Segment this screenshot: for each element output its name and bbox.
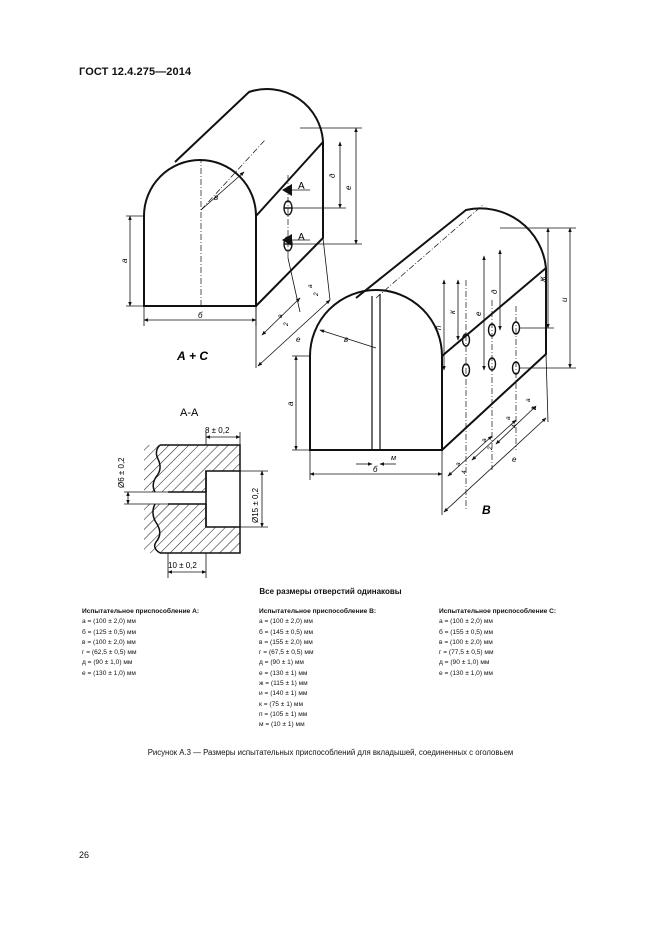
svg-text:а: а xyxy=(505,416,512,420)
svg-text:4: 4 xyxy=(461,470,468,474)
column-title: Испытательное приспособление А: xyxy=(82,608,200,615)
fixture-b xyxy=(309,207,547,451)
spec-item: г = (67,5 ± 0,5) мм xyxy=(259,649,314,657)
section-dims xyxy=(124,432,268,578)
frac-label-b-4: а 4 xyxy=(455,462,468,474)
label-d: д xyxy=(328,173,337,178)
label-b-m: м xyxy=(391,453,396,462)
fixture-b-specs: Испытательное приспособление В: а = (100… xyxy=(259,607,376,731)
spec-item: к = (75 ± 1) мм xyxy=(259,700,303,708)
label-e-depth: е xyxy=(296,335,301,344)
spec-item: а = (100 ± 2,0) мм xyxy=(439,618,493,626)
spec-item: в = (100 ± 2,0) мм xyxy=(439,638,493,646)
spec-item: м = (10 ± 1) мм xyxy=(259,721,305,729)
spec-item: б = (145 ± 0,5) мм xyxy=(259,628,314,636)
label-b-width: б xyxy=(198,311,203,320)
label-e-height: е xyxy=(344,185,353,190)
spec-item: д = (90 ± 1,0) мм xyxy=(82,659,133,667)
section-outline xyxy=(152,444,241,554)
spec-item: е = (130 ± 1,0) мм xyxy=(82,669,136,677)
label-b-a: а xyxy=(286,401,295,406)
fixture-b-centerlines xyxy=(375,203,517,510)
label-v-radius: в xyxy=(214,193,218,202)
svg-text:2: 2 xyxy=(313,292,320,297)
label-b-d: д xyxy=(490,289,499,294)
section-marker-a-bottom: А xyxy=(298,232,305,243)
spec-item: ж = (115 ± 1) мм xyxy=(259,680,308,688)
label-a-vertical: а xyxy=(120,258,129,263)
label-b-width: б xyxy=(373,465,378,474)
spec-item: а = (100 ± 2,0) мм xyxy=(82,618,136,626)
spec-item: б = (125 ± 0,5) мм xyxy=(82,628,137,636)
label-b-v: в xyxy=(344,335,348,344)
dim-right: Ø15 ± 0,2 xyxy=(251,487,260,523)
svg-text:2: 2 xyxy=(531,406,538,411)
spec-item: д = (90 ± 1,0) мм xyxy=(439,659,490,667)
spec-item: б = (155 ± 0,5) мм xyxy=(439,628,494,636)
section-arrows xyxy=(282,184,292,246)
dim-left: Ø6 ± 0,2 xyxy=(117,457,126,488)
svg-text:2: 2 xyxy=(283,322,290,327)
spec-item: п = (105 ± 1) мм xyxy=(259,710,308,718)
svg-text:а: а xyxy=(481,438,488,442)
svg-text:а: а xyxy=(277,314,284,318)
page-number: 26 xyxy=(79,850,90,860)
label-b-i: и xyxy=(560,297,569,302)
frac-label-ac-1: а 2 xyxy=(307,284,320,297)
label-b-zh: ж xyxy=(538,276,547,283)
spec-item: е = (130 ± 1,0) мм xyxy=(439,669,493,677)
spec-item: и = (140 ± 1) мм xyxy=(259,690,308,698)
svg-text:а: а xyxy=(307,284,314,288)
fixture-b-holes xyxy=(461,321,521,377)
holes-note: Все размеры отверстий одинаковы xyxy=(259,587,402,596)
frac-label-b-2: а 4 xyxy=(505,416,518,428)
frac-label-ac-2: а 2 xyxy=(277,314,290,327)
column-title: Испытательное приспособление В: xyxy=(259,608,377,615)
figure-label-ac: А + С xyxy=(176,349,208,363)
label-b-k: к xyxy=(448,309,457,314)
section-marker-a-top: А xyxy=(298,181,305,192)
fixture-c-specs: Испытательное приспособление С: а = (100… xyxy=(439,607,556,679)
svg-text:4: 4 xyxy=(511,424,518,428)
fixture-b-dims xyxy=(292,227,576,515)
page-header: ГОСТ 12.4.275—2014 xyxy=(79,66,192,78)
dim-bottom: 10 ± 0,2 xyxy=(168,561,197,570)
figure-label-b: В xyxy=(482,503,491,517)
svg-text:2: 2 xyxy=(487,446,494,451)
spec-item: г = (77,5 ± 0,5) мм xyxy=(439,649,494,657)
svg-text:а: а xyxy=(525,398,532,402)
label-b-e: е xyxy=(474,311,483,316)
spec-item: в = (155 ± 2,0) мм xyxy=(259,638,313,646)
column-title: Испытательное приспособление С: xyxy=(439,608,557,615)
section-title: А-А xyxy=(180,407,199,419)
frac-label-b-3: а 2 xyxy=(481,438,494,451)
label-b-p: п xyxy=(434,325,443,330)
spec-item: д = (90 ± 1) мм xyxy=(259,659,304,667)
frac-label-b-1: а 2 xyxy=(525,398,538,411)
label-b-e-depth: е xyxy=(512,455,517,464)
spec-item: е = (130 ± 1) мм xyxy=(259,669,308,677)
spec-item: г = (62,5 ± 0,5) мм xyxy=(82,649,137,657)
spec-item: а = (100 ± 2,0) мм xyxy=(259,618,313,626)
dim-top: 8 ± 0,2 xyxy=(205,426,230,435)
fixture-ac xyxy=(143,88,324,307)
fixture-ac-dims xyxy=(126,127,362,368)
fixture-a-specs: Испытательное приспособление А: а = (100… xyxy=(82,607,199,679)
svg-text:а: а xyxy=(455,462,462,466)
spec-item: в = (100 ± 2,0) мм xyxy=(82,638,136,646)
figure-caption: Рисунок А.3 — Размеры испытательных прис… xyxy=(147,748,514,757)
section-hatching xyxy=(144,445,240,553)
fixture-ac-centerlines xyxy=(200,139,289,306)
